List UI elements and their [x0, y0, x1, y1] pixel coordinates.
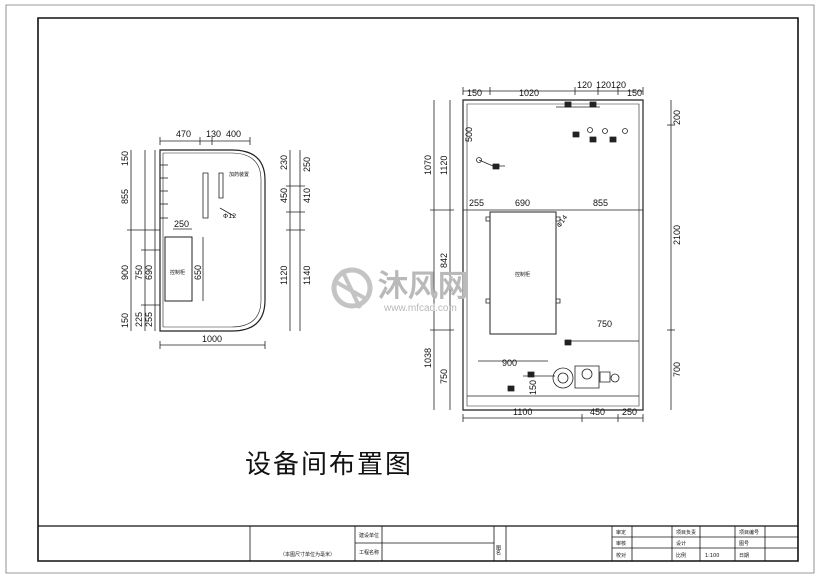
valve-1 — [565, 102, 571, 107]
watermark-logo-icon — [334, 270, 370, 306]
left-dim-255: 255 — [144, 312, 154, 327]
units-note: （本图尺寸单位为毫米） — [280, 551, 335, 558]
left-dim-855: 855 — [120, 189, 130, 204]
role2-3: 比例 — [676, 552, 686, 559]
right-top-dim-5: 120 — [611, 80, 626, 90]
left-plan — [127, 137, 305, 349]
right-left-dim-1070: 1070 — [423, 155, 433, 175]
right-pipe-label: Φ14 — [555, 214, 569, 230]
left-control-cabinet — [165, 237, 192, 301]
left-dim-150: 150 — [120, 313, 130, 328]
left-plan-labels: 470 130 400 855 900 150 750 690 225 255 … — [120, 129, 312, 344]
left-right-dim-250: 250 — [302, 157, 312, 172]
valve-4 — [590, 137, 596, 142]
role-3: 校对 — [616, 552, 626, 559]
left-dosing-bar-2 — [219, 173, 223, 198]
left-dim-690: 690 — [144, 265, 154, 280]
right-cabinet-label: 控制柜 — [515, 271, 530, 278]
valve-3 — [573, 132, 579, 137]
meta-3: 日期 — [739, 553, 749, 559]
right-control-cabinet — [490, 212, 556, 334]
client-label: 建设单位 — [359, 532, 379, 539]
outer-border — [6, 5, 814, 573]
valve-6 — [493, 164, 499, 169]
drawing-name-label: 图名 — [495, 545, 501, 556]
left-dim-900: 900 — [120, 265, 130, 280]
right-plan-labels: 150 1020 120 120 120 150 1070 1120 500 8… — [423, 80, 682, 417]
project-label: 工程名称 — [359, 549, 379, 556]
left-right-dim-450: 450 — [279, 188, 289, 203]
left-cabinet-label: 控制柜 — [170, 269, 185, 276]
right-right-dim-200: 200 — [672, 110, 682, 125]
left-dosing-bar-1 — [203, 173, 208, 218]
left-right-dim-1140: 1140 — [302, 266, 312, 285]
left-right-dim-410: 410 — [302, 188, 312, 203]
left-top-dim-1: 470 — [176, 129, 191, 139]
right-left-dim-842: 842 — [439, 253, 449, 268]
pump-body — [575, 366, 599, 388]
role-1: 审定 — [616, 529, 626, 536]
right-plan — [430, 87, 675, 422]
role2-1: 项目负责 — [676, 529, 696, 536]
role2-2: 设计 — [676, 540, 686, 547]
left-top-dim-3: 400 — [226, 129, 241, 139]
left-right-dim-230: 230 — [279, 155, 289, 170]
right-top-dim-1: 150 — [467, 88, 482, 98]
drawing-title: 设备间布置图 — [245, 450, 413, 480]
left-right-dim-1120: 1120 — [279, 266, 289, 285]
left-room-outline — [160, 150, 265, 331]
left-dim-225: 225 — [134, 312, 144, 327]
left-room-inner — [163, 153, 261, 327]
left-top-dim-2: 130 — [206, 129, 221, 139]
right-mid-dim-690: 690 — [515, 198, 530, 208]
right-mid-dim-150: 150 — [528, 380, 538, 395]
watermark-brand: 沐风网 — [378, 269, 468, 304]
left-pipe — [220, 208, 234, 216]
right-room-inner — [467, 104, 639, 406]
left-note-label: 加药装置 — [229, 171, 249, 178]
valve-2 — [590, 102, 596, 107]
meta-1: 项目编号 — [739, 529, 759, 536]
right-mid-dim-255: 255 — [469, 198, 484, 208]
right-bottom-dim-2: 450 — [590, 407, 605, 417]
right-top-dim-3: 120 — [577, 80, 592, 90]
right-mid-dim-900: 900 — [502, 358, 517, 368]
left-bottom-dim: 1000 — [202, 334, 222, 344]
right-left-dim-500: 500 — [464, 127, 474, 142]
left-pipe-label: Φ12 — [223, 212, 236, 220]
right-top-dim-6: 150 — [627, 88, 642, 98]
left-inner-dim-250: 250 — [174, 219, 189, 229]
role-2: 审核 — [616, 540, 626, 547]
right-bottom-dim-3: 250 — [622, 407, 637, 417]
inner-border — [38, 18, 798, 561]
title-block-text: （本图尺寸单位为毫米） 建设单位 工程名称 图名 审定 审核 校对 项目负责 设… — [280, 529, 759, 559]
right-top-dim-4: 120 — [596, 80, 611, 90]
pump-motor — [553, 368, 573, 388]
right-room-outer — [463, 100, 643, 410]
right-right-dim-700: 700 — [672, 362, 682, 377]
left-dim-150-top: 150 — [120, 151, 130, 166]
meta-2: 图号 — [739, 541, 749, 547]
right-mid-dim-750: 750 — [597, 319, 612, 329]
scale-value: 1:100 — [705, 553, 719, 559]
watermark-url: www.mfcad.com — [383, 303, 457, 314]
title-block — [38, 526, 798, 561]
left-dim-750: 750 — [134, 265, 144, 280]
right-top-dim-2: 1020 — [519, 88, 539, 98]
left-inner-dim-650: 650 — [193, 265, 203, 280]
right-left-dim-1120: 1120 — [439, 156, 449, 175]
right-mid-dim-855: 855 — [593, 198, 608, 208]
right-left-dim-1038: 1038 — [423, 348, 433, 368]
right-bottom-dim-1: 1100 — [513, 407, 532, 417]
right-right-dim-2100: 2100 — [672, 225, 682, 245]
watermark: 沐风网 www.mfcad.com — [334, 269, 468, 314]
right-left-dim-750: 750 — [439, 369, 449, 384]
valve-5 — [610, 137, 616, 142]
